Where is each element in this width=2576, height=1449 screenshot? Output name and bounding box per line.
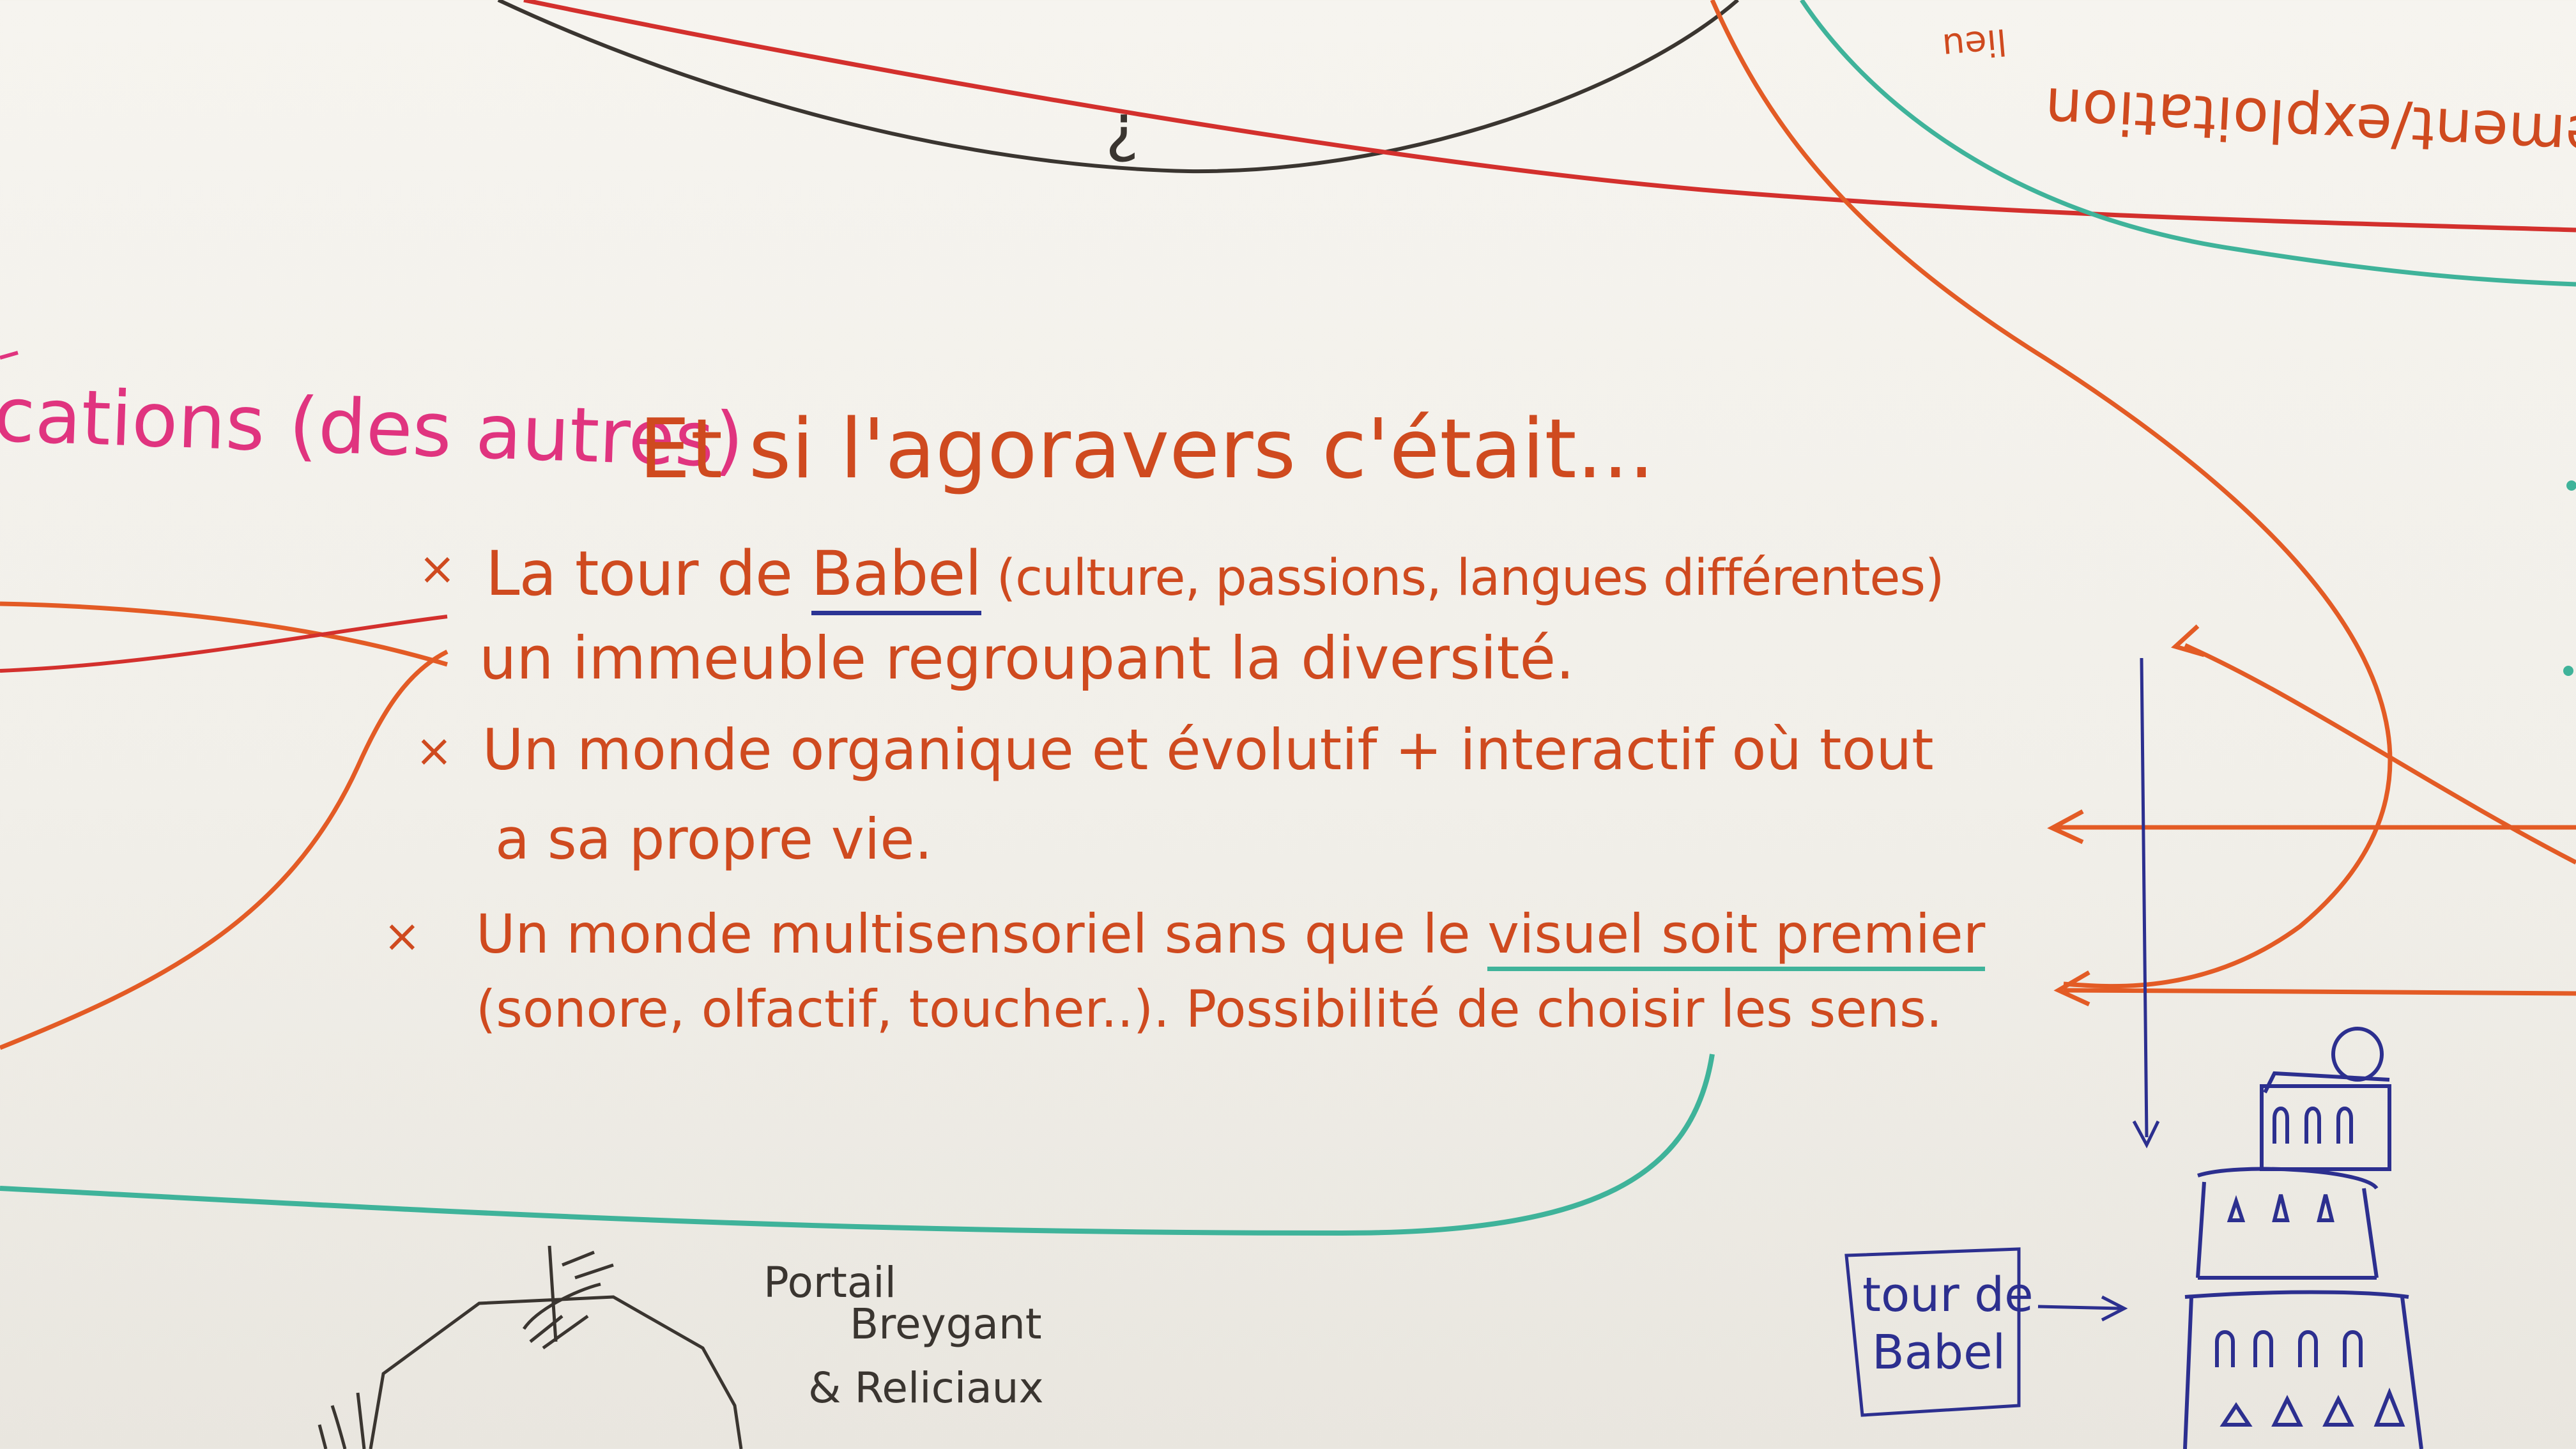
bullet-1-pre: La tour de — [486, 538, 811, 610]
babel-box-outline — [1844, 1247, 2021, 1417]
babel-underlined: Babel — [811, 538, 982, 615]
orange-curve-right — [1710, 0, 2393, 989]
portal-label-1: Portail — [763, 1258, 896, 1307]
orange-arrowhead-3 — [2053, 970, 2090, 1007]
green-dot-2 — [2563, 666, 2573, 676]
bullet-2-line-1: Un monde organique et évolutif + interac… — [482, 717, 1934, 783]
babel-box-line-2: Babel — [1872, 1325, 2006, 1380]
bullet-1-marker: × — [418, 542, 456, 595]
bullet-3-line-2: (sonore, olfactif, toucher..). Possibili… — [476, 979, 1943, 1039]
tower-of-babel-sketch — [2183, 1027, 2423, 1449]
teal-stroke-bottom — [0, 1054, 1715, 1236]
portal-label-2: Breygant — [850, 1300, 1042, 1349]
orange-arrow-line-3 — [2063, 988, 2576, 996]
question-mark: ¿ — [1105, 90, 1140, 165]
orange-stroke-left-2 — [0, 615, 448, 673]
visuel-underlined: visuel soit premier — [1487, 903, 1986, 971]
bullet-1-line-1: La tour de Babel (culture, passions, lan… — [486, 538, 1945, 615]
orange-arrowhead-1 — [2171, 624, 2205, 657]
pink-mark — [0, 351, 19, 360]
bullet-3-pre: Un monde multisensoriel sans que le — [476, 903, 1488, 965]
bullet-1-line-2: un immeuble regroupant la diversité. — [479, 624, 1575, 693]
black-arc-stroke — [497, 0, 1739, 174]
bullet-2-marker: × — [415, 724, 453, 777]
note-lieu: lieu — [1940, 20, 2009, 68]
babel-box-arrow — [2037, 1295, 2128, 1322]
bullet-1-post: (culture, passions, langues différentes) — [981, 549, 1945, 607]
green-dot-1 — [2566, 480, 2576, 491]
orange-arrowhead-2 — [2047, 809, 2084, 845]
blue-arrow-line — [2140, 657, 2149, 1138]
bullet-3-marker: × — [383, 910, 421, 962]
blue-arrowhead — [2132, 1120, 2160, 1149]
red-stroke — [523, 0, 2576, 233]
teal-stroke-top — [1800, 0, 2576, 287]
main-heading: Et si l'agoravers c'était... — [639, 402, 1655, 497]
babel-box-line-1: tour de — [1862, 1268, 2034, 1322]
orange-stroke-left-1 — [0, 601, 448, 667]
orange-stroke-left-3 — [0, 649, 448, 1050]
portal-label-3: & Reliciaux — [808, 1363, 1044, 1413]
bullet-3-line-1: Un monde multisensoriel sans que le visu… — [476, 903, 1986, 971]
bullet-2-line-2: a sa propre vie. — [495, 806, 933, 872]
portal-sketch — [318, 1245, 743, 1449]
orange-arrow-line-1 — [2184, 643, 2576, 865]
